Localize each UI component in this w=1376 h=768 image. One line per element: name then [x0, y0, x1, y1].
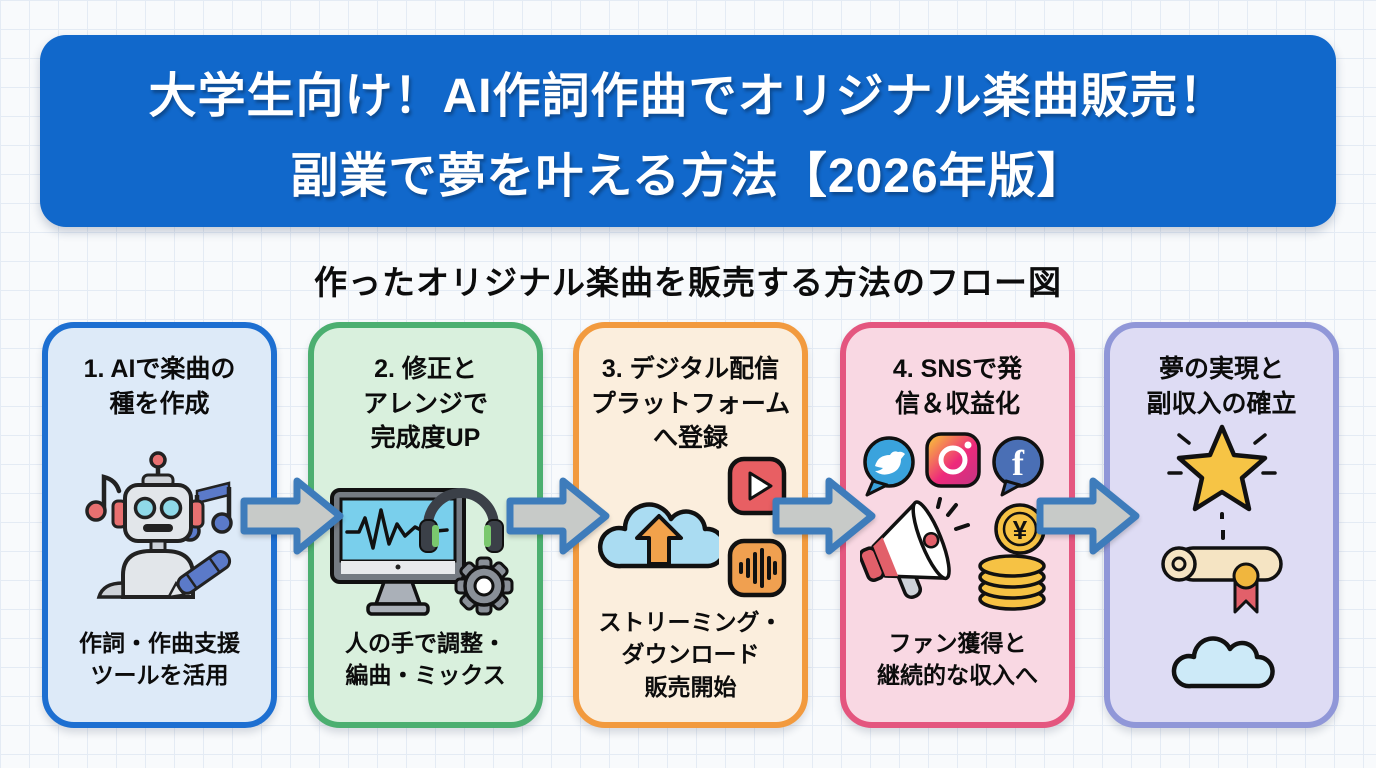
card-title: 4. SNSで発 信＆収益化	[892, 355, 1023, 418]
facebook-icon: f	[991, 436, 1044, 497]
flow-diagram: 1. AIで楽曲の 種を作成	[42, 322, 1339, 728]
yen-coins-icon: ¥	[977, 503, 1046, 611]
twitter-icon	[862, 436, 915, 497]
cloud-upload-icon	[597, 501, 719, 568]
header-title-line2: 副業で夢を叶える方法【2026年版】	[290, 150, 1086, 203]
flow-arrow-3	[772, 474, 876, 558]
robot-icon	[96, 451, 204, 599]
instagram-icon	[924, 432, 981, 488]
megaphone-icon	[859, 496, 970, 599]
flow-card-step4: 4. SNSで発 信＆収益化	[840, 322, 1075, 728]
svg-text:¥: ¥	[1012, 515, 1027, 545]
cloud-icon	[1171, 635, 1275, 689]
card-title: 2. 修正と アレンジで 完成度UP	[362, 355, 488, 452]
header-title-line1: 大学生向け！AI作詞作曲でオリジナル楽曲販売！	[148, 70, 1228, 123]
diploma-icon	[1160, 529, 1283, 613]
monitor-waveform-icon	[329, 488, 466, 616]
music-note-icon	[84, 473, 121, 522]
card-title: 夢の実現と 副収入の確立	[1146, 355, 1297, 418]
card-title: 3. デジタル配信 プラットフォーム へ登録	[590, 355, 791, 452]
card-caption: ストリーミング・ ダウンロード 販売開始	[598, 608, 783, 700]
pen-icon	[165, 549, 231, 599]
headphones-icon	[418, 488, 504, 554]
mixing-workstation-icon	[326, 456, 526, 627]
goal-icons	[1155, 421, 1289, 692]
flow-card-step2: 2. 修正と アレンジで 完成度UP	[308, 322, 543, 728]
distribution-icons	[593, 456, 789, 606]
card-caption: 人の手で調整・ 編曲・ミックス	[345, 629, 506, 689]
star-icon	[1166, 425, 1277, 520]
flow-diagram-subtitle: 作ったオリジナル楽曲を販売する方法のフロー図	[314, 264, 1062, 301]
card-caption: 作詞・作曲支援 ツールを活用	[79, 629, 240, 689]
card-title: 1. AIで楽曲の 種を作成	[83, 355, 236, 418]
flow-card-goal: 夢の実現と 副収入の確立	[1104, 322, 1339, 728]
card-caption: ファン獲得と 継続的な収入へ	[877, 629, 1038, 689]
header-banner: 大学生向け！AI作詞作曲でオリジナル楽曲販売！ 副業で夢を叶える方法【2026年…	[40, 35, 1336, 227]
flow-card-step1: 1. AIで楽曲の 種を作成	[42, 322, 277, 728]
play-button-icon	[727, 456, 786, 515]
robot-music-icon	[71, 421, 249, 627]
flow-card-step3: 3. デジタル配信 プラットフォーム へ登録	[573, 322, 808, 728]
audio-wave-icon	[727, 538, 786, 597]
gear-icon	[454, 556, 513, 616]
flow-arrow-4	[1036, 474, 1140, 558]
sns-monetize-icons: f	[859, 421, 1056, 627]
flow-arrow-1	[240, 474, 344, 558]
flow-arrow-2	[506, 474, 610, 558]
svg-text:f: f	[1012, 443, 1025, 483]
